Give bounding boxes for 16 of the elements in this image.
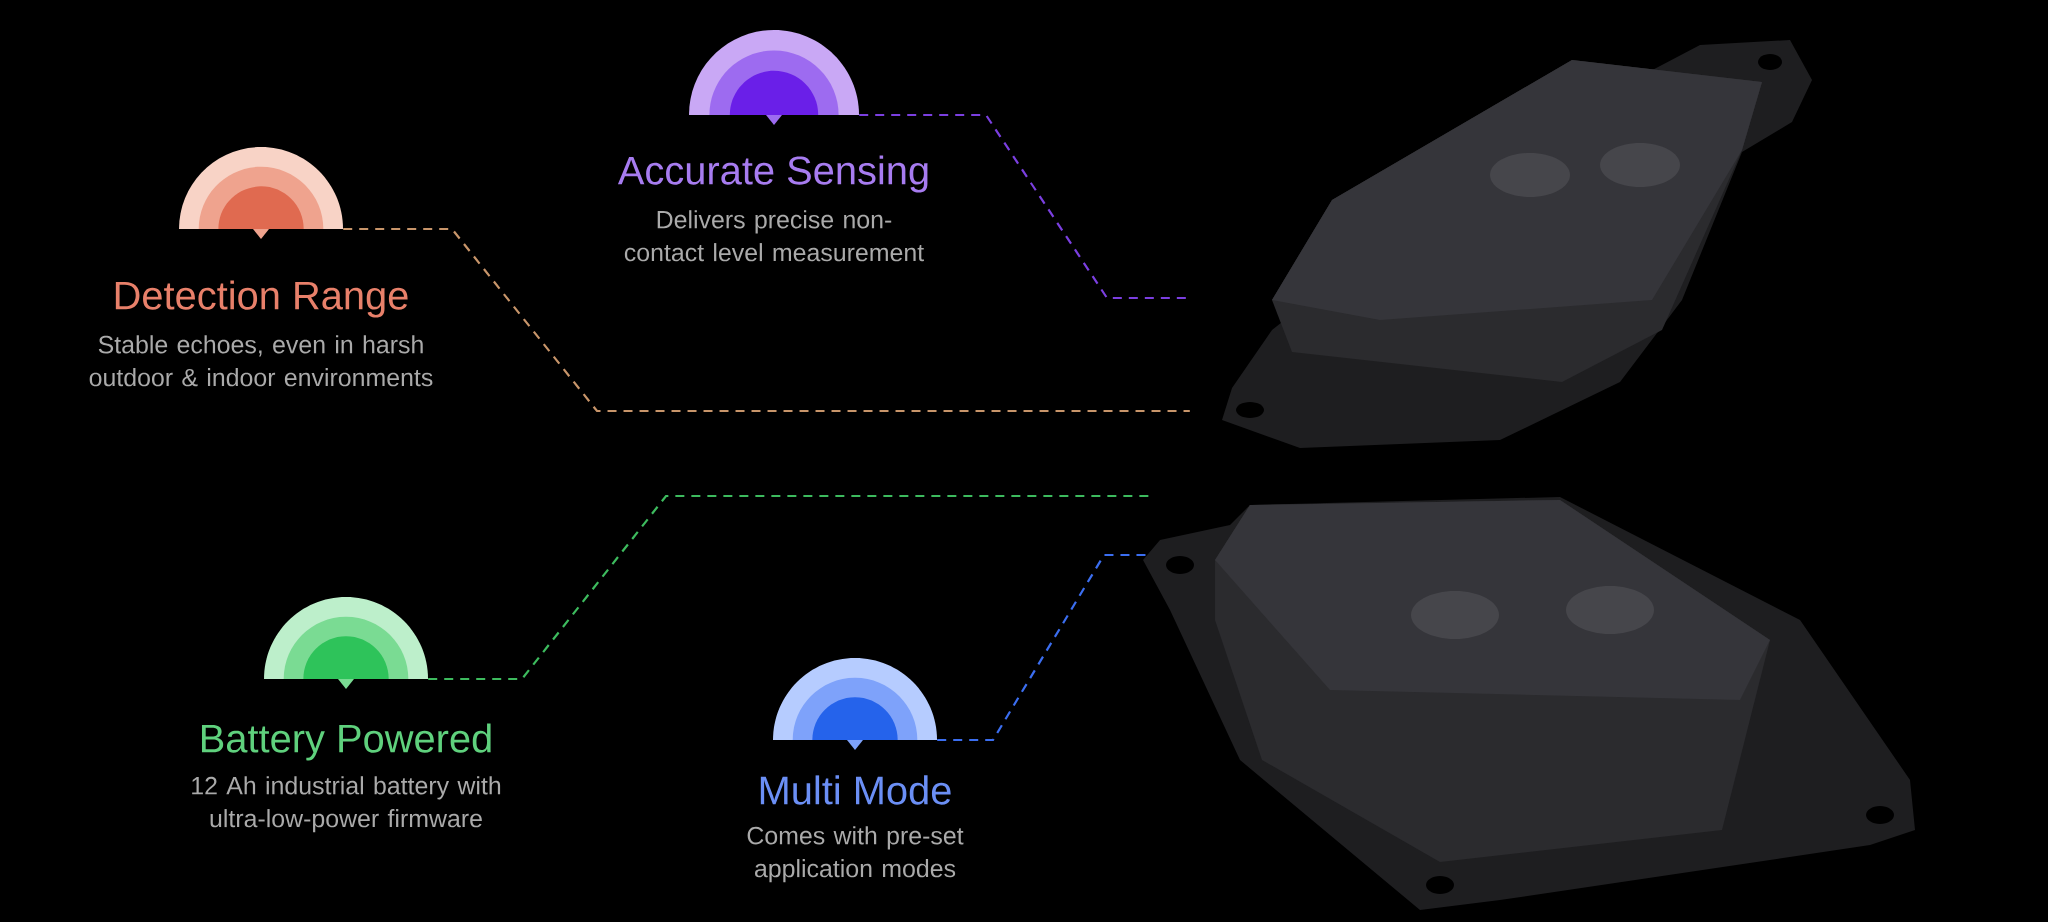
feature-description: Delivers precise non-contact level measurement: [624, 210, 924, 262]
feature-title: Multi Mode: [760, 775, 951, 805]
feature-title: Accurate Sensing: [617, 155, 928, 193]
leader-line: [428, 494, 1150, 681]
radar-icon: [264, 597, 428, 689]
radar-icon: [179, 147, 343, 239]
feature-title: Battery Powered: [202, 723, 491, 761]
feature-description: 12 Ah industrial battery with ultra-low-power firmware: [192, 776, 501, 833]
sensor-device-drawing: [1222, 40, 1812, 448]
leader-line: [343, 227, 1190, 413]
feature-title: Detection Range: [115, 280, 408, 318]
sensor-device-drawing: [1143, 497, 1915, 910]
feature-description: Comes with pre-set application modes: [747, 826, 964, 883]
feature-description: Stable echoes, even in harsh outdoor & indoor environments: [89, 335, 433, 387]
radar-icon: [689, 30, 859, 125]
radar-icon: [773, 658, 937, 750]
